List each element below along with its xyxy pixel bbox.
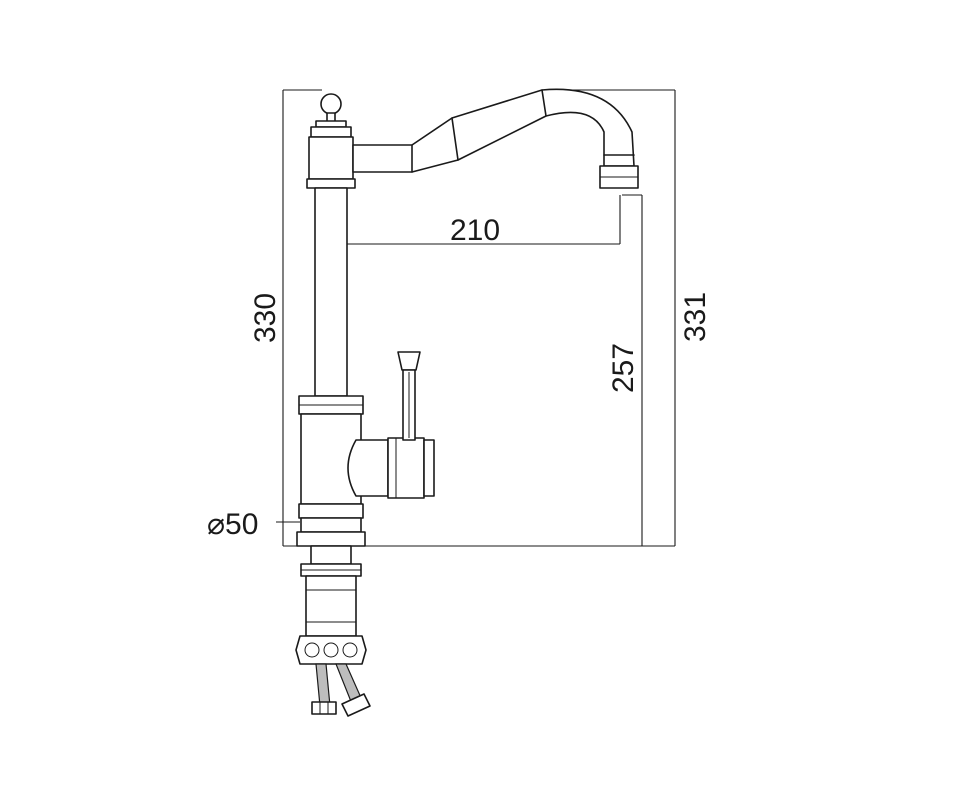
faucet-body: [296, 88, 639, 547]
dimension-diameter-50: ⌀50: [207, 508, 258, 541]
mounting-assembly: [295, 545, 371, 717]
dimension-257: 257: [607, 343, 640, 393]
dimension-331: 331: [679, 292, 712, 342]
dimension-210: 210: [450, 214, 500, 247]
dimension-330: 330: [249, 293, 282, 343]
